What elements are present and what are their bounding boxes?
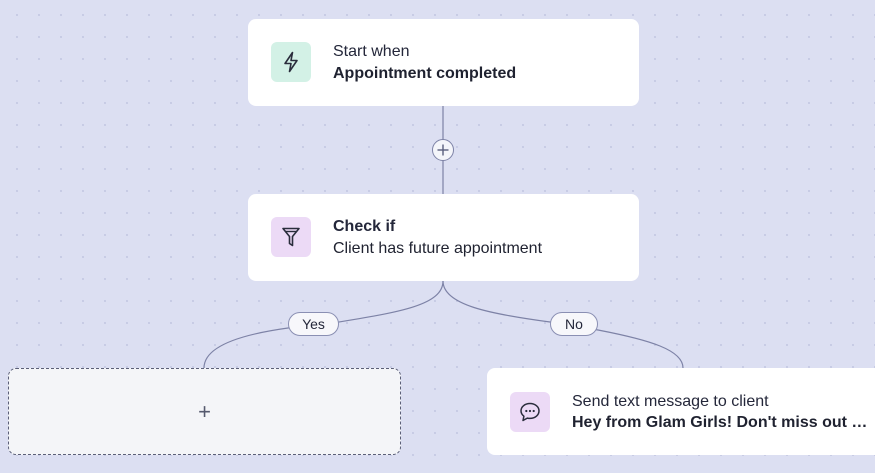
action-value: Hey from Glam Girls! Don't miss out on o… — [572, 414, 872, 431]
trigger-icon-box — [271, 42, 311, 82]
branch-no-label: No — [550, 312, 598, 336]
plus-icon — [437, 144, 449, 156]
branch-yes-label: Yes — [288, 312, 339, 336]
condition-card[interactable]: Check if Client has future appointment — [248, 194, 639, 281]
action-label: Send text message to client — [572, 393, 769, 410]
condition-icon-box — [271, 217, 311, 257]
empty-step-slot[interactable]: + — [8, 368, 401, 455]
add-step-plus: + — [198, 398, 211, 424]
connector-yes-branch — [203, 280, 444, 369]
action-icon-box — [510, 392, 550, 432]
action-card[interactable]: Send text message to client Hey from Gla… — [487, 368, 875, 455]
condition-value: Client has future appointment — [333, 240, 543, 257]
condition-label: Check if — [333, 218, 396, 235]
chat-bubble-icon — [520, 402, 540, 422]
trigger-value: Appointment completed — [333, 65, 517, 82]
lightning-icon — [284, 51, 298, 73]
funnel-icon — [282, 227, 300, 247]
trigger-label: Start when — [333, 43, 410, 60]
add-step-button[interactable] — [432, 139, 454, 161]
trigger-card[interactable]: Start when Appointment completed — [248, 19, 639, 106]
